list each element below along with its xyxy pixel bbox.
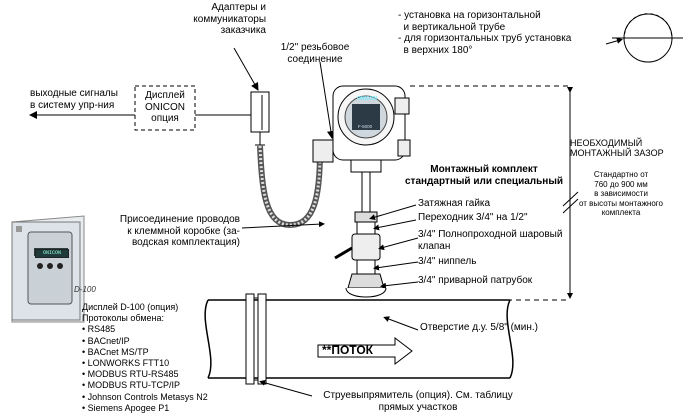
install-notes: - установка на горизонтальной и вертикал… [398,10,572,56]
pipe [204,293,514,385]
flowmeter-head [312,85,411,173]
weld-label: 3/4" приварной патрубок [418,275,533,286]
d100-screen: ONICON [35,249,69,258]
protocol-item: BACnet MS/TP [82,347,208,358]
straightener-label: Струевыпрямитель (опция). См. таблицу пр… [323,390,513,413]
clearance-label: НЕОБХОДИМЫЙ МОНТАЖНЫЙ ЗАЗОР [570,138,664,158]
meter-brand: ONICON [357,96,377,102]
meter-series: F-5000 Series [357,124,373,134]
protocol-item: MODBUS RTU-RS485 [82,369,208,380]
flow-arrow [317,336,413,366]
thread-leader [319,61,335,139]
orientation-icon [605,13,683,63]
protocols-title: Протоколы обмена: [82,313,165,324]
nipple-label: 3/4" ниппель [418,256,477,267]
mounting-assembly [334,171,387,298]
wire-label: Присоединение проводов к клеммной коробк… [119,214,240,248]
protocol-item: MODBUS RTU-TCP/IP [82,380,208,391]
valve-label: 3/4" Полнопроходной шаровый клапан [418,229,563,252]
protocol-item: LONWORKS FTT10 [82,358,208,369]
adapters-label: Адаптеры и коммуникаторы заказчика [193,2,266,36]
protocol-item: Siemens Apogee P1 [82,403,208,414]
d100-display-device [11,215,85,323]
d100-label: Дисплей D-100 (опция) [82,302,179,312]
onicon-display-label: Дисплей ONICON опция [145,90,185,124]
adapter-fitting-label: Переходник 3/4" на 1/2" [418,212,528,223]
outputs-label: выходные сигналы в систему упр-ния [30,88,118,111]
onicon-display-box [134,85,196,131]
clearance-note: Стандартно от 760 до 900 мм в зависимост… [579,170,663,217]
d100-model-label: D-100 [74,285,96,294]
protocol-item: BACnet/IP [82,336,208,347]
adapters-leader [233,47,259,91]
protocols-list: RS485 BACnet/IP BACnet MS/TP LONWORKS FT… [82,324,208,414]
nut-label: Затяжная гайка [418,198,491,209]
mount-kit-label: Монтажный комплект стандартный или специ… [404,164,564,187]
protocols-block: Дисплей D-100 (опция) Протоколы обмена: … [82,302,208,414]
flow-label: **ПОТОК [322,343,373,357]
converter-box [250,91,270,146]
hole-label: Отверстие д.у. 5/8" (мин.) [420,322,539,333]
protocol-item: Johnson Controls Metasys N2 [82,392,208,403]
thread-label: 1/2" резьбовое соединение [280,42,350,65]
protocol-item: RS485 [82,324,208,335]
